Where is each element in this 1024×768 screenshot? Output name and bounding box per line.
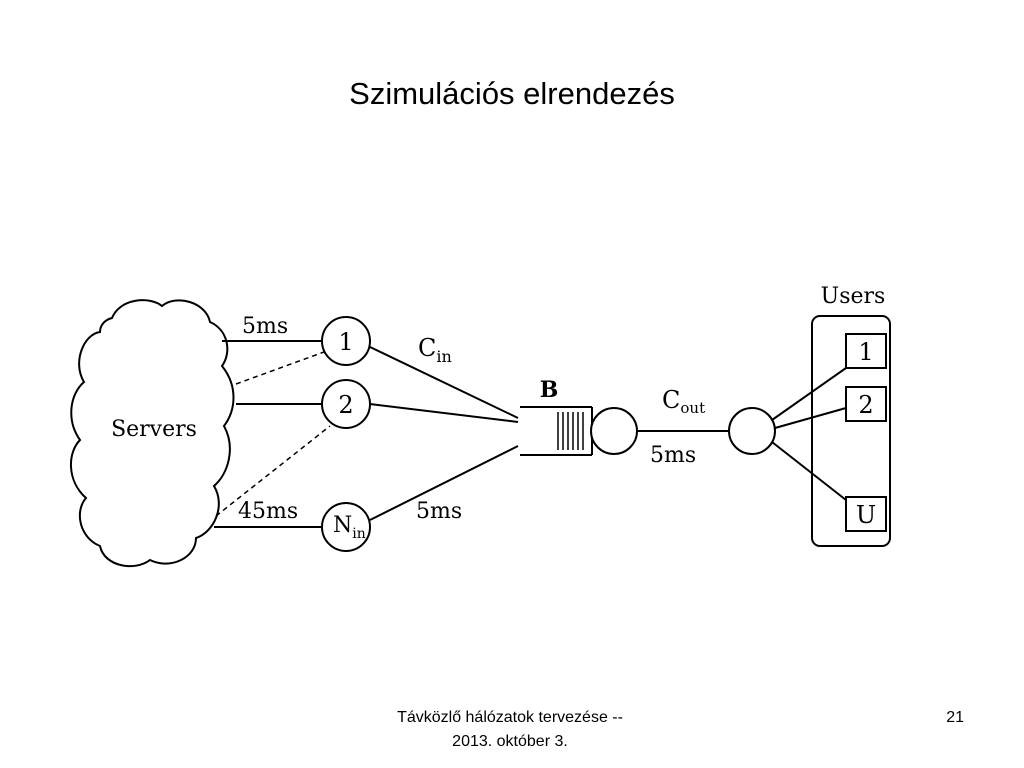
- footer-date: 2013. október 3.: [452, 733, 568, 750]
- slide-footer: Távközlő hálózatok tervezése -- 2013. ok…: [330, 706, 690, 754]
- link-egress-user1: [771, 367, 847, 421]
- ingress-node-n-sub: in: [352, 526, 366, 542]
- link-noden-buffer: [369, 445, 519, 521]
- c-out-main: C: [662, 386, 680, 414]
- ingress-node-1: [321, 316, 371, 366]
- slide-title: Szimulációs elrendezés: [349, 76, 675, 111]
- servers-label: Servers: [111, 417, 197, 442]
- link-egress-user2: [774, 407, 847, 429]
- dashed-link-node1: [235, 351, 325, 385]
- delay-out-label: 5ms: [650, 443, 696, 468]
- ingress-node-n: [321, 502, 371, 552]
- user-box-1: [845, 333, 887, 369]
- c-in-main: C: [418, 334, 436, 362]
- users-label: Users: [821, 284, 886, 309]
- ingress-node-2-label: 2: [338, 391, 353, 419]
- user-box-2: [845, 386, 887, 422]
- server-dashed-links: [215, 351, 331, 517]
- ingress-node-n-label: Nin: [333, 513, 366, 542]
- dashed-link-node2: [215, 425, 331, 517]
- page-number: 21: [946, 709, 964, 726]
- user-2-label: 2: [858, 391, 873, 419]
- user-links: [771, 367, 847, 501]
- c-out-label: Cout: [662, 386, 705, 417]
- delay-in-label: 5ms: [416, 499, 462, 524]
- servers-cloud: [69, 299, 235, 568]
- egress-node: [728, 407, 776, 455]
- footer-course-title: Távközlő hálózatok tervezése --: [397, 709, 623, 726]
- ingress-nodes: [321, 316, 371, 552]
- users-group-box: [811, 315, 891, 547]
- link-node1-buffer: [369, 346, 519, 419]
- user-box-u: [845, 496, 887, 532]
- server-links: [214, 340, 322, 528]
- user-1-label: 1: [858, 338, 873, 366]
- buffer-queue: [520, 406, 593, 456]
- delay-top-label: 5ms: [242, 314, 288, 339]
- ingress-links: [369, 346, 519, 521]
- bottleneck-server-node: [590, 407, 638, 455]
- link-node2-buffer: [369, 403, 519, 423]
- c-in-label: Cin: [418, 334, 452, 366]
- c-in-sub: in: [436, 347, 451, 366]
- queue-slots: [557, 412, 584, 450]
- user-boxes: [845, 333, 887, 532]
- user-u-label: U: [856, 501, 876, 529]
- buffer-label: B: [540, 377, 559, 403]
- ingress-node-1-label: 1: [338, 328, 353, 356]
- c-out-sub: out: [680, 399, 705, 417]
- ingress-node-n-main: N: [333, 513, 352, 538]
- link-egress-useru: [771, 441, 847, 501]
- delay-45-label: 45ms: [238, 499, 298, 524]
